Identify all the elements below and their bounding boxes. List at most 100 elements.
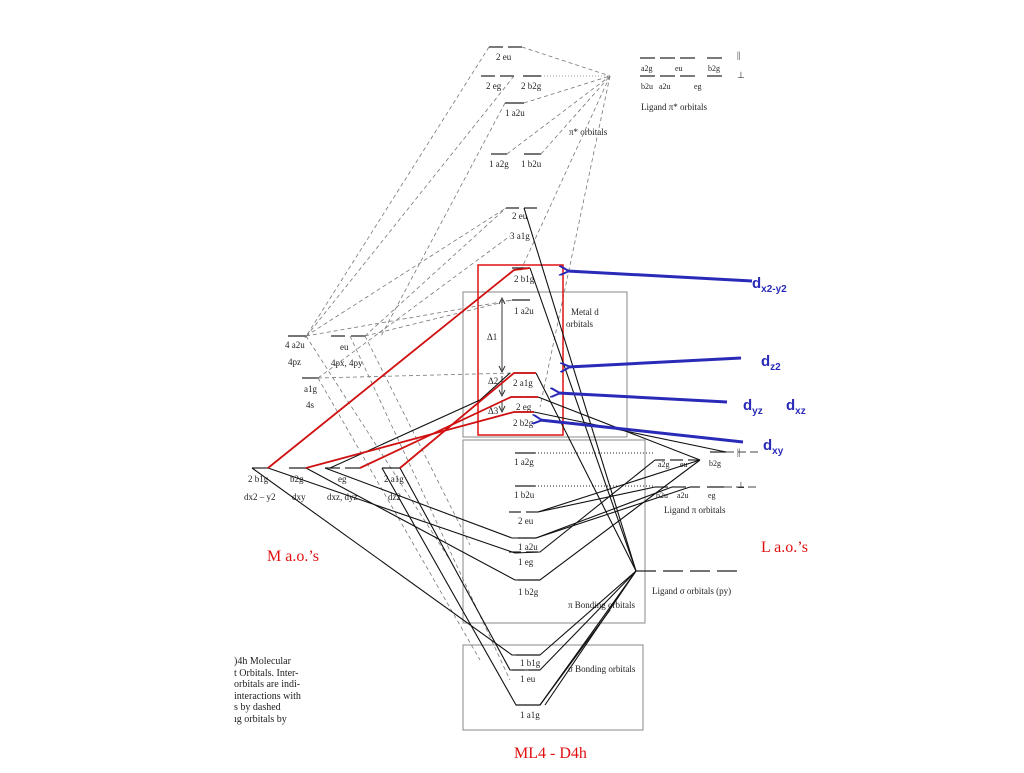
lpi-a2g: a2g <box>658 460 670 469</box>
level-1a2u: 1 a2u <box>514 306 534 316</box>
ligand-sigma-label: Ligand σ orbitals (py) <box>652 586 731 596</box>
basis-eg: eg <box>338 474 347 484</box>
lpi-eu: eu <box>680 460 688 469</box>
diagram-title: ML4 - D4h <box>514 745 587 762</box>
figure-caption-fragment: )4h Molecular t Orbitals. Inter- orbital… <box>234 656 314 725</box>
level-4s: 4s <box>306 400 315 410</box>
caption-line: interactions with <box>234 690 301 702</box>
basis-dxz-dyz: dxz, dyz <box>327 492 358 502</box>
sigma-level-labels: 1 b1g 1 eu 1 a1g σ Bonding orbitals <box>520 658 636 720</box>
level-2b2g-top: 2 b2g <box>521 81 542 91</box>
basis-2b1g: 2 b1g <box>248 474 269 484</box>
metal-ps-levels <box>288 335 365 379</box>
sigma-bonding-label: σ Bonding orbitals <box>568 664 636 674</box>
level-1a1g: 1 a1g <box>520 710 540 720</box>
lpi-eg: eg <box>708 491 716 500</box>
level-2b2g: 2 b2g <box>513 418 534 428</box>
level-1b2u-pi: 1 b2u <box>514 490 535 500</box>
level-2eu-top: 2 eu <box>496 52 512 62</box>
level-2eg: 2 eg <box>516 402 532 412</box>
pi-star-label: π* orbitals <box>569 127 608 137</box>
basis-b2g: b2g <box>290 474 304 484</box>
level-2eg-top: 2 eg <box>486 81 502 91</box>
lpi-b2g: b2g <box>709 459 721 468</box>
level-3a1g: 3 a1g <box>510 231 530 241</box>
top-levels <box>481 46 541 155</box>
top-dashed-connections <box>304 46 611 408</box>
level-2a1g: 2 a1g <box>513 378 533 388</box>
lpistar-a2g: a2g <box>641 64 653 73</box>
label-m-ao: M a.o.’s <box>267 548 319 565</box>
ligand-pi-star-group: a2g eu b2g b2u a2u eg Ligand π* orbitals… <box>640 50 745 112</box>
caption-line: orbitals are indi- <box>234 679 301 690</box>
top-level-labels: 2 eu 2 eg 2 b2g 1 a2u 1 a2g 1 b2u π* orb… <box>486 52 608 169</box>
caption-line: )4h Molecular <box>234 656 291 667</box>
label-dxz: dxz <box>786 397 806 417</box>
level-1a2u-pi: 1 a2u <box>518 542 538 552</box>
level-4a2u: 4 a2u <box>285 340 305 350</box>
ligand-pi-star-label: Ligand π* orbitals <box>641 102 708 112</box>
level-2eu-pi: 2 eu <box>518 516 534 526</box>
caption-line: ıg orbitals by <box>234 713 287 725</box>
bonding-lines <box>251 207 727 706</box>
blue-arrows <box>540 271 753 444</box>
basis-2a1g: 2 a1g <box>384 474 404 484</box>
level-eu-metal: eu <box>340 342 349 352</box>
red-correlation-lines <box>267 267 538 469</box>
upper-level-labels: 2 eu 3 a1g 2 b1g 1 a2u Metal d orbitals <box>510 211 599 329</box>
spin-mark-perp-top: ⊥ <box>737 70 745 80</box>
metal-d-basis-labels: 2 b1g dx2 – y2 b2g dxy eg dxz, dyz 2 a1g… <box>244 474 404 502</box>
level-1a2g-pi: 1 a2g <box>514 457 534 467</box>
caption-line: s by dashed <box>234 702 281 713</box>
lpi-a2u: a2u <box>677 491 689 500</box>
lpistar-eu: eu <box>675 64 683 73</box>
metal-ps-labels: 4 a2u 4pz eu 4px, 4py a1g 4s <box>285 340 363 410</box>
level-1b2g: 1 b2g <box>518 587 539 597</box>
level-1eg: 1 eg <box>518 557 534 567</box>
lpistar-b2g: b2g <box>708 64 720 73</box>
level-4pz: 4pz <box>288 357 301 367</box>
d-orbital-highlight-box <box>477 264 564 436</box>
lpi-b2u: b2u <box>656 491 668 500</box>
lpistar-eg: eg <box>694 82 702 91</box>
lpistar-b2u: b2u <box>641 82 653 91</box>
label-dxy: dxy <box>763 437 784 457</box>
spin-mark-perp: ⊥ <box>737 480 745 490</box>
level-1a2g: 1 a2g <box>489 159 509 169</box>
delta-1: Δ1 <box>487 332 497 342</box>
caption-line: t Orbitals. Inter- <box>234 667 299 679</box>
label-l-ao: L a.o.’s <box>761 539 808 556</box>
basis-dz2: dz2 <box>388 492 401 502</box>
level-2eu: 2 eu <box>512 211 528 221</box>
ligand-pi-group: a2g eu b2g b2u a2u eg Ligand π orbitals … <box>655 447 760 515</box>
sigma-bonding-box <box>462 644 644 731</box>
level-1a2u-top: 1 a2u <box>505 108 525 118</box>
delta-2: Δ2 <box>488 376 498 386</box>
ligand-pi-label: Ligand π orbitals <box>664 505 726 515</box>
metal-d-level-labels: 2 a1g 2 eg 2 b2g <box>513 378 534 428</box>
lpistar-a2u: a2u <box>659 82 671 91</box>
metal-d-label-2: orbitals <box>566 319 593 329</box>
ligand-sigma-group: Ligand σ orbitals (py) <box>636 570 737 596</box>
basis-dxy: dxy <box>292 492 306 502</box>
level-2b1g: 2 b1g <box>514 274 535 284</box>
level-1b2u: 1 b2u <box>521 159 542 169</box>
pi-bonding-label: π Bonding orbitals <box>568 600 636 610</box>
label-dz2: dz2 <box>761 353 781 373</box>
pi-dotted-lines <box>535 452 655 487</box>
delta-arrows <box>498 296 506 414</box>
level-a1g-metal: a1g <box>304 384 317 394</box>
level-1eu: 1 eu <box>520 674 536 684</box>
upper-levels <box>506 207 537 301</box>
level-4px4py: 4px, 4py <box>331 358 363 368</box>
spin-mark-parallel-top: || <box>737 50 741 60</box>
label-dyz: dyz <box>743 397 763 417</box>
delta-3: Δ3 <box>488 406 499 416</box>
metal-d-label-1: Metal d <box>571 307 599 317</box>
basis-dx2y2: dx2 – y2 <box>244 492 276 502</box>
pi-level-labels: 1 a2g 1 b2u 2 eu 1 a2u 1 eg 1 b2g π Bond… <box>514 457 636 610</box>
label-dx2-y2: dx2-y2 <box>752 275 787 295</box>
level-1b1g: 1 b1g <box>520 658 541 668</box>
